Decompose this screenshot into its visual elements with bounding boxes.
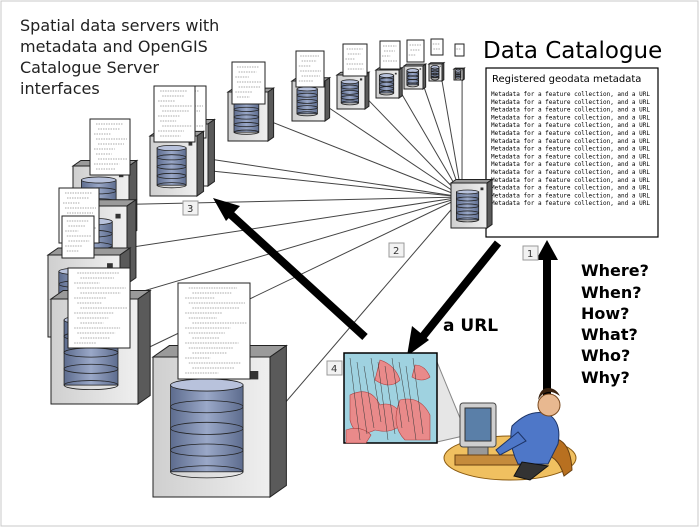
- catalogue-lines: Metadata for a feature collection, and a…: [491, 91, 650, 207]
- connection-line: [361, 93, 463, 198]
- server-icon-4: [374, 66, 404, 99]
- catalogue-entry: Metadata for a feature collection, and a…: [491, 122, 650, 129]
- connection-line: [192, 168, 463, 198]
- catalogue-entry: Metadata for a feature collection, and a…: [491, 177, 650, 184]
- metadata-document-6: [295, 50, 325, 88]
- question-why: Why?: [581, 368, 630, 387]
- map-road: [377, 361, 389, 441]
- metadata-document-10: [89, 118, 131, 176]
- head-icon: [537, 393, 561, 417]
- metadata-document-1: [454, 43, 465, 57]
- metadata-document-3: [406, 39, 425, 63]
- user-illustration: [443, 388, 577, 481]
- catalogue-heading: Registered geodata metadata: [492, 74, 641, 85]
- catalogue-entry: Metadata for a feature collection, and a…: [491, 107, 650, 114]
- connection-line: [263, 118, 463, 198]
- connection-line: [420, 78, 463, 198]
- question-list: Where? When? How? What? Who? Why?: [581, 261, 649, 387]
- catalogue-entry: Metadata for a feature collection, and a…: [491, 153, 650, 160]
- metadata-document-2: [430, 38, 444, 56]
- map-land-shape: [374, 359, 401, 386]
- catalogue-entry: Metadata for a feature collection, and a…: [491, 146, 650, 153]
- connection-line: [203, 157, 463, 198]
- catalogue-entry: Metadata for a feature collection, and a…: [491, 161, 650, 168]
- map-road: [398, 361, 410, 423]
- request-arrows: [213, 198, 558, 398]
- map-road: [356, 361, 368, 435]
- svg-text:1: 1: [527, 249, 533, 260]
- connection-line: [440, 73, 463, 198]
- metadata-document-5: [342, 43, 368, 77]
- question-who: Who?: [581, 346, 630, 365]
- catalogue-entry: Metadata for a feature collection, and a…: [491, 185, 650, 192]
- server-icon-9: [148, 130, 206, 197]
- map-road: [370, 357, 382, 423]
- map-road: [412, 357, 424, 435]
- arrow-head-server: [213, 198, 240, 221]
- map-road: [405, 365, 417, 441]
- metadata-document-14: [177, 282, 251, 380]
- data-catalogue-title: Data Catalogue: [483, 38, 662, 64]
- question-where: Where?: [581, 261, 649, 280]
- catalogue-entry: Metadata for a feature collection, and a…: [491, 130, 650, 137]
- arrow-head-url: [407, 326, 429, 356]
- map-road: [391, 357, 403, 429]
- catalogue-entry: Metadata for a feature collection, and a…: [491, 192, 650, 199]
- map-land: [345, 357, 431, 444]
- arrow-url: [416, 240, 502, 343]
- step-badge-1: 1: [522, 245, 539, 261]
- step-badge-4: 4: [326, 360, 343, 376]
- svg-text:2: 2: [393, 246, 399, 257]
- server-icon-catalogue: [449, 178, 494, 229]
- connection-line: [112, 196, 463, 301]
- server-icon-1: [452, 67, 466, 81]
- map-road: [363, 365, 375, 429]
- arrow-to-server: [225, 209, 368, 340]
- svg-text:4: 4: [331, 364, 337, 375]
- connection-line: [123, 196, 463, 205]
- metadata-document-7: [231, 61, 266, 105]
- question-how: How?: [581, 304, 629, 323]
- catalogue-entry: Metadata for a feature collection, and a…: [491, 114, 650, 121]
- server-icon-5: [335, 71, 371, 110]
- servers-title-line-2: metadata and OpenGIS: [20, 37, 208, 56]
- map-road: [384, 365, 396, 435]
- step-badge-3: 3: [182, 200, 199, 216]
- url-label: a URL: [443, 316, 498, 336]
- question-what: What?: [581, 325, 638, 344]
- servers-title: Spatial data servers with metadata and O…: [20, 16, 219, 98]
- server-group: [46, 38, 466, 498]
- arrow-head-query: [536, 240, 558, 260]
- catalogue-entry: Metadata for a feature collection, and a…: [491, 169, 650, 176]
- catalogue-entry: Metadata for a feature collection, and a…: [491, 99, 650, 106]
- server-icon-6: [290, 76, 332, 122]
- server-icon-2: [427, 61, 446, 82]
- question-when: When?: [581, 283, 642, 302]
- catalogue-entry: Metadata for a feature collection, and a…: [491, 91, 650, 98]
- step-badge-2: 2: [388, 242, 405, 258]
- connection-line: [257, 196, 463, 435]
- map-road: [349, 357, 361, 441]
- catalogue-entry: Metadata for a feature collection, and a…: [491, 138, 650, 145]
- servers-title-line-4: interfaces: [20, 79, 100, 98]
- connection-line: [321, 102, 463, 198]
- metadata-document-13: [67, 267, 131, 349]
- map-land-shape: [345, 428, 372, 444]
- metadata-document-4: [379, 40, 401, 70]
- servers-title-line-1: Spatial data servers with: [20, 16, 219, 35]
- catalogue-entry: Metadata for a feature collection, and a…: [491, 200, 650, 207]
- metadata-document-12: [61, 215, 95, 259]
- metadata-document-9: [153, 85, 196, 143]
- server-icon-3: [402, 63, 428, 90]
- catalogue-server: [449, 178, 494, 229]
- servers-title-line-3: Catalogue Server: [20, 58, 159, 77]
- svg-text:3: 3: [187, 204, 193, 215]
- map-projection: [343, 352, 473, 444]
- connection-line: [396, 85, 463, 198]
- connection-line: [120, 196, 463, 250]
- catalogue-panel: Registered geodata metadata Metadata for…: [485, 67, 659, 238]
